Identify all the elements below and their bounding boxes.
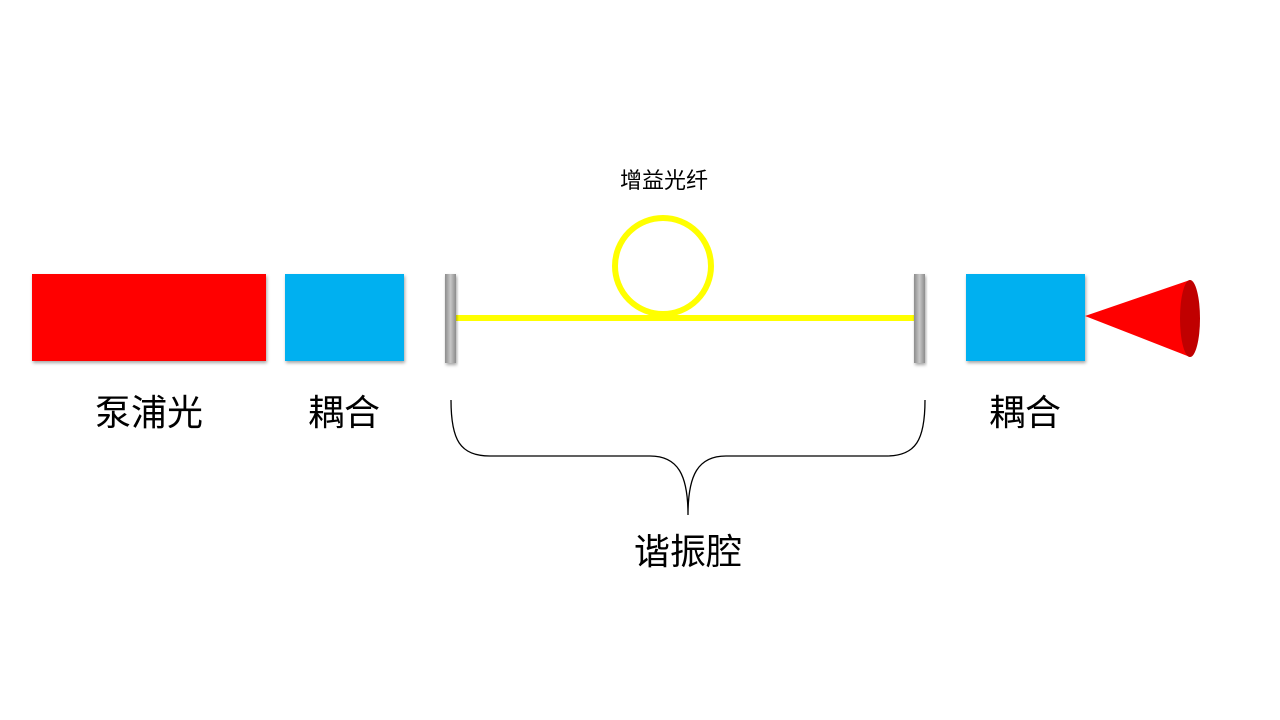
resonator-brace (450, 399, 926, 516)
left-coupler-label: 耦合 (308, 393, 380, 434)
gain-fiber-loop (612, 215, 714, 317)
pump-light-block (32, 274, 266, 361)
left-coupler-block (285, 274, 404, 361)
right-mirror (914, 274, 925, 363)
left-mirror (445, 274, 456, 363)
resonator-label: 谐振腔 (634, 532, 742, 573)
pump-light-label: 泵浦光 (95, 393, 203, 434)
right-coupler-label: 耦合 (989, 393, 1061, 434)
output-beam-cone (1085, 280, 1200, 357)
right-coupler-block (966, 274, 1085, 361)
gain-fiber-label: 增益光纤 (620, 169, 708, 194)
